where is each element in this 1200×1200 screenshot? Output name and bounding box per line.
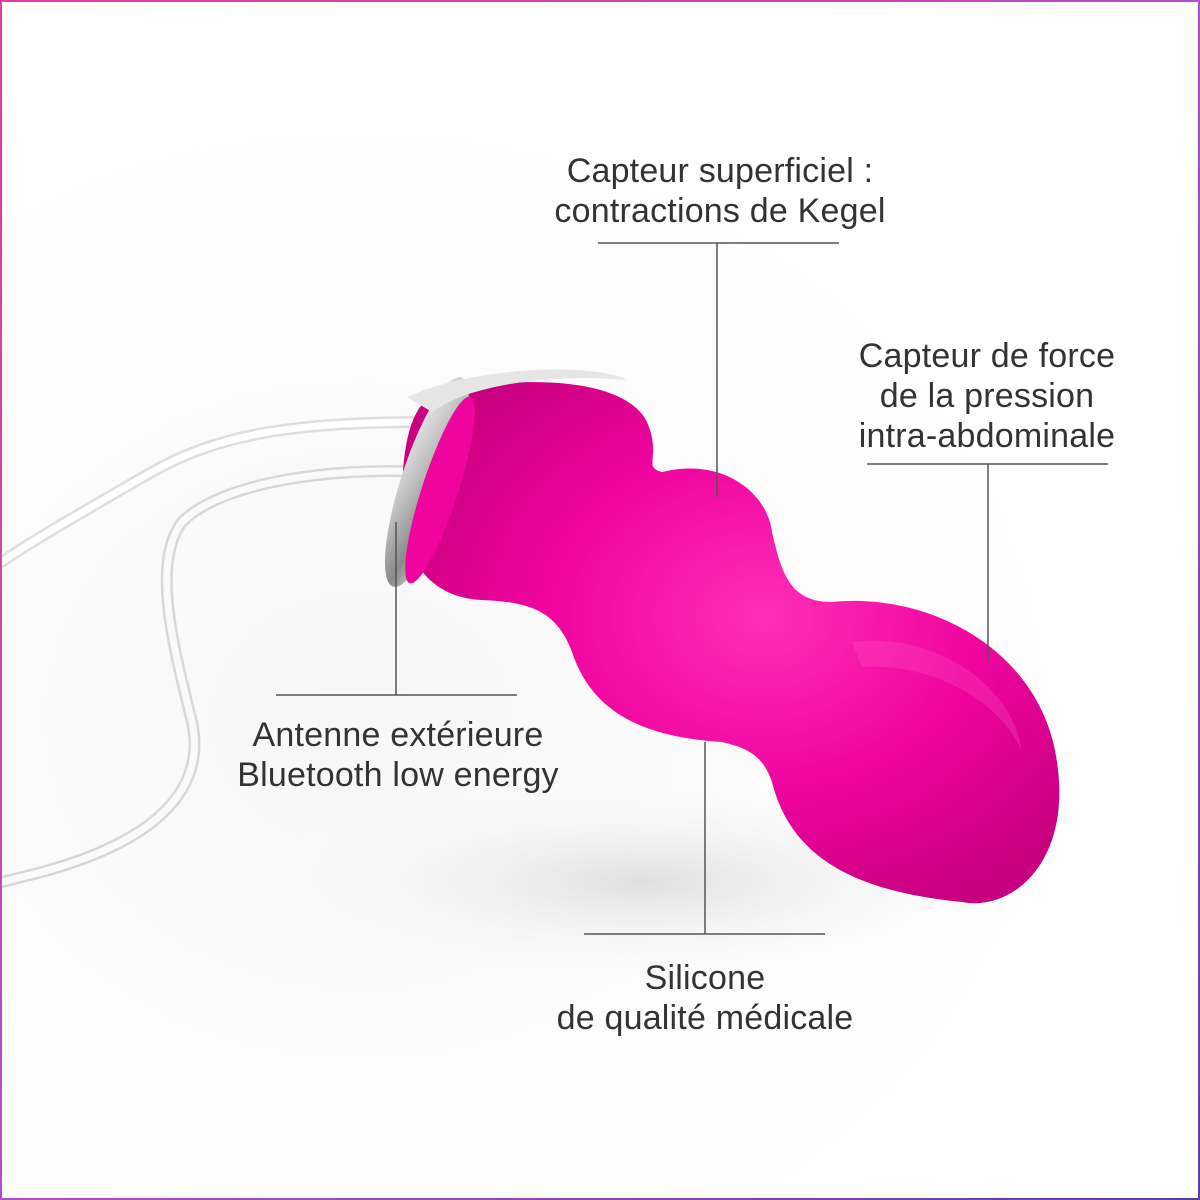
- label-surface-sensor-line2: contractions de Kegel: [554, 192, 886, 230]
- label-antenna: Antenne extérieure Bluetooth low energy: [192, 715, 604, 795]
- device-body: [402, 382, 1060, 904]
- label-silicone-line1: Silicone: [644, 959, 766, 997]
- label-silicone-line2: de qualité médicale: [556, 999, 854, 1037]
- label-force-sensor-line3: intra-abdominale: [858, 417, 1116, 455]
- device-highlight: [852, 640, 1022, 752]
- callout-lines: [276, 242, 1108, 935]
- label-antenna-line1: Antenne extérieure: [252, 716, 544, 754]
- label-surface-sensor: Capteur superficiel : contractions de Ke…: [510, 151, 930, 231]
- label-antenna-line2: Bluetooth low energy: [237, 756, 559, 794]
- label-silicone: Silicone de qualité médicale: [495, 958, 915, 1038]
- label-force-sensor-line2: de la pression: [879, 377, 1095, 415]
- antenna-ring: [384, 369, 627, 587]
- label-force-sensor: Capteur de force de la pression intra-ab…: [807, 336, 1167, 456]
- cable: [2, 416, 438, 888]
- label-force-sensor-line1: Capteur de force: [858, 337, 1116, 375]
- label-surface-sensor-line1: Capteur superficiel :: [566, 152, 874, 190]
